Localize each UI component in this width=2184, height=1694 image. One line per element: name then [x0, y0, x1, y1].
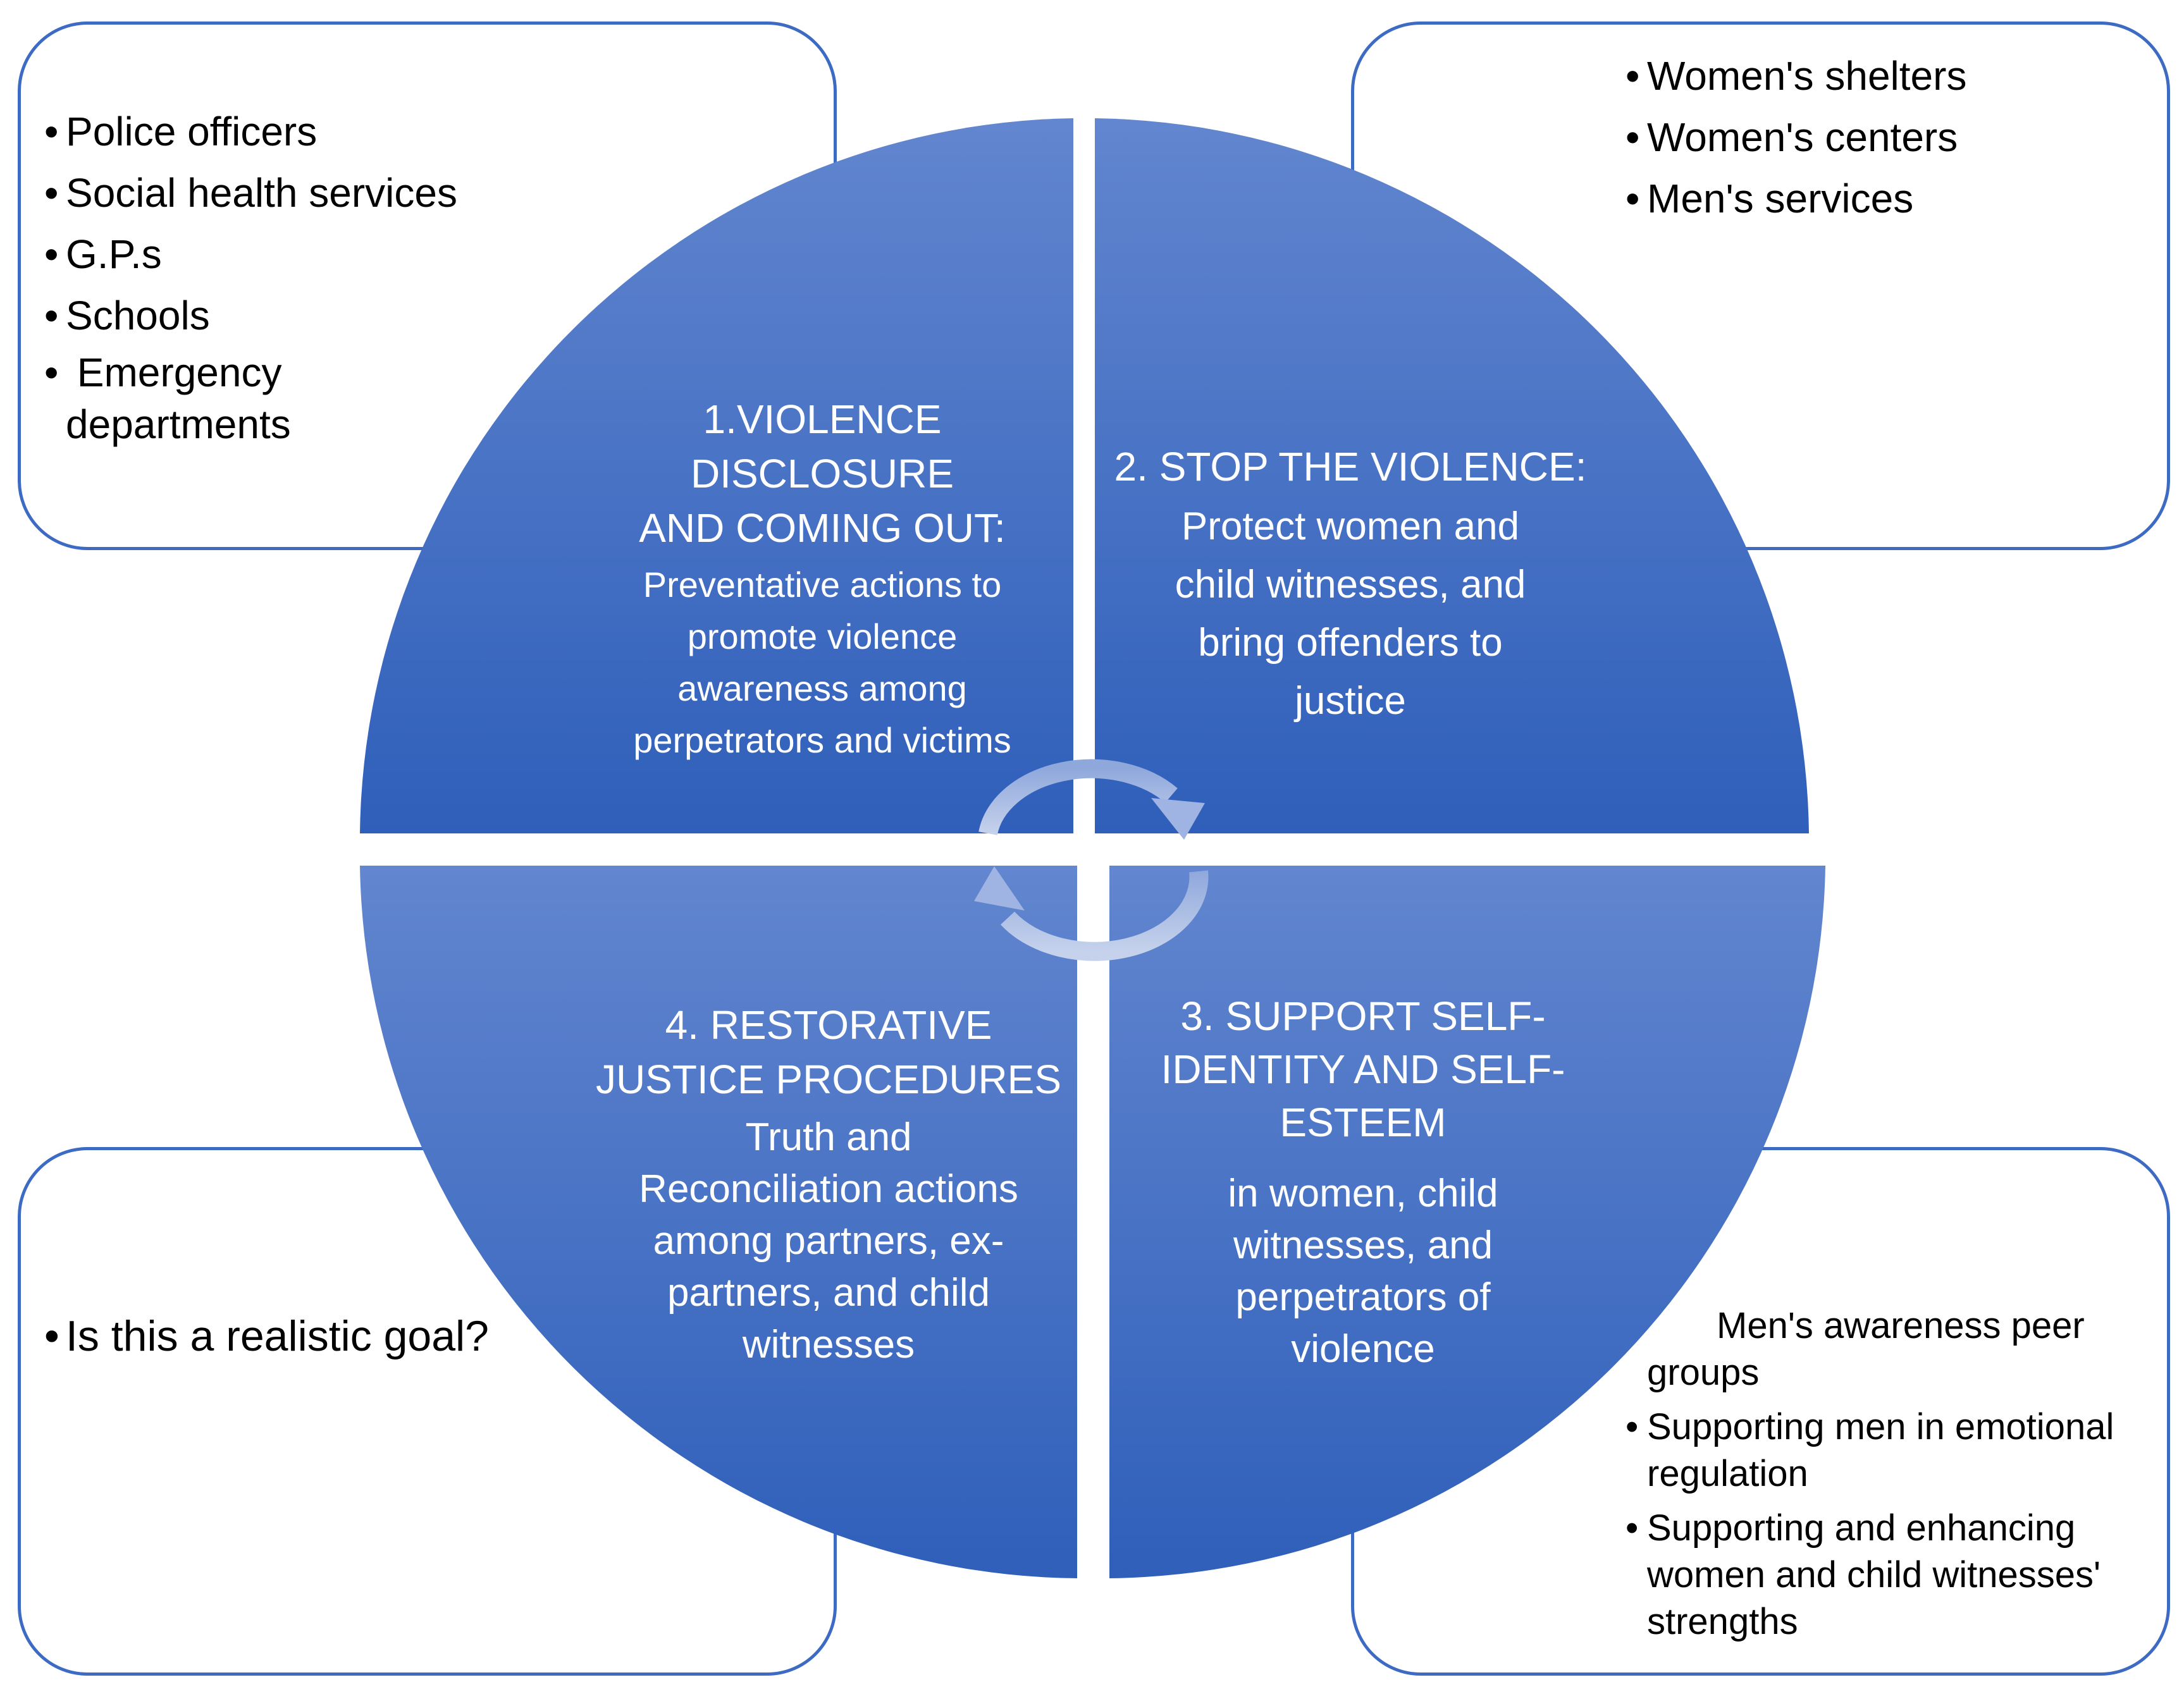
quadrant-4-body: Truth and Reconciliation actions among p…: [639, 1115, 1018, 1366]
bottom-right-list: Supporting men in emotional regulation S…: [1626, 1404, 2119, 1645]
bottom-left-list: Is this a realistic goal?: [44, 1308, 803, 1365]
quadrant-3-text: 3. SUPPORT SELF- IDENTITY AND SELF- ESTE…: [1126, 990, 1600, 1375]
list-item: Women's shelters: [1626, 46, 2106, 107]
list-item: Is this a realistic goal?: [44, 1308, 803, 1365]
quadrant-4-text: 4. RESTORATIVE JUSTICE PROCEDURES Truth …: [588, 998, 1069, 1371]
cycle-arrowhead: [974, 866, 1025, 911]
quadrant-2-heading: 2. STOP THE VIOLENCE:: [1114, 444, 1587, 489]
list-item: Social health services: [44, 163, 500, 224]
quadrant-2: [1095, 118, 1809, 833]
quadrant-1: [360, 118, 1073, 833]
quadrant-3-body: in women, child witnesses, and perpetrat…: [1228, 1172, 1498, 1371]
quadrant-2-body: Protect women and child witnesses, and b…: [1175, 505, 1526, 723]
list-item: Emergency departments: [44, 347, 357, 450]
cycle-arrowhead: [1151, 798, 1205, 840]
list-item: Schools: [44, 285, 500, 347]
quadrant-3-heading: 3. SUPPORT SELF- IDENTITY AND SELF- ESTE…: [1161, 993, 1565, 1145]
quadrant-3: [1109, 866, 1825, 1578]
list-item: Police officers: [44, 101, 500, 163]
top-left-list: Police officers Social health services G…: [44, 101, 500, 450]
quadrant-1-body: Preventative actions to promote violence…: [633, 565, 1011, 760]
quadrant-1-heading: 1.VIOLENCE DISCLOSURE AND COMING OUT:: [639, 396, 1006, 551]
list-item: Supporting men in emotional regulation: [1626, 1404, 2119, 1497]
list-item: Men's services: [1626, 168, 2106, 230]
quadrant-4: [360, 866, 1077, 1578]
list-item: G.P.s: [44, 224, 500, 285]
quadrant-4-heading: 4. RESTORATIVE JUSTICE PROCEDURES: [595, 1002, 1062, 1102]
bottom-right-lead: Men's awareness peer groups: [1647, 1305, 2085, 1393]
list-item: Women's centers: [1626, 107, 2106, 168]
top-right-list: Women's shelters Women's centers Men's s…: [1626, 46, 2106, 230]
list-item: Supporting and enhancing women and child…: [1626, 1505, 2119, 1645]
quadrant-2-text: 2. STOP THE VIOLENCE: Protect women and …: [1101, 439, 1600, 730]
quadrant-1-text: 1.VIOLENCE DISCLOSURE AND COMING OUT: Pr…: [588, 392, 1056, 766]
cycle-arrow-icon: [978, 759, 1209, 961]
